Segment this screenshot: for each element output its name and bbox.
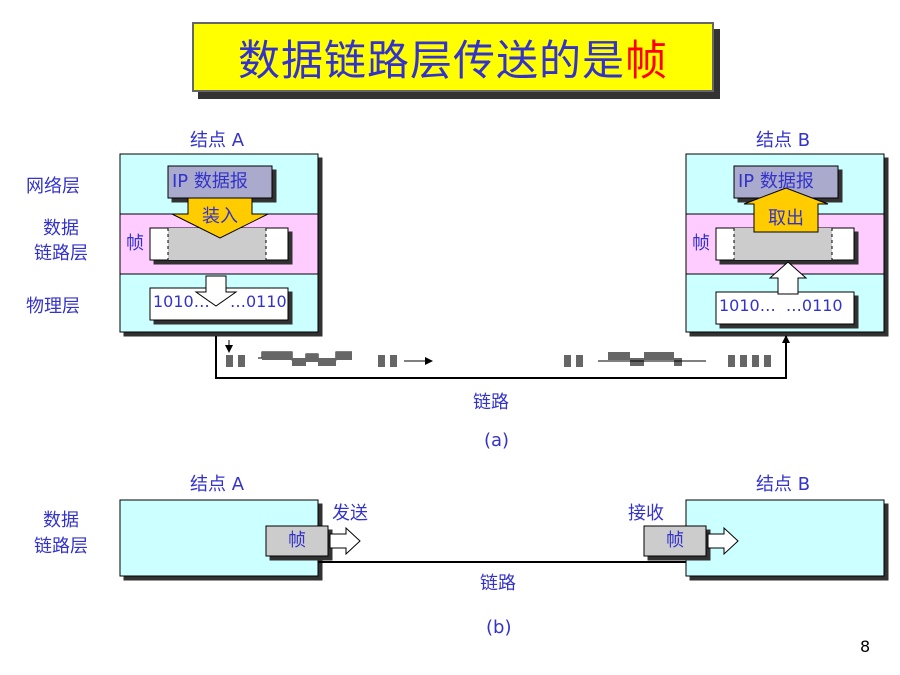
bits-right-a: …0110 bbox=[230, 292, 287, 311]
datalink-layer-label-2: 链路层 bbox=[34, 243, 88, 264]
white-up-arrow-b bbox=[768, 261, 808, 295]
encapsulate-arrow bbox=[171, 197, 269, 239]
page-title: 数据链路层传送的是帧 bbox=[192, 22, 714, 92]
link-line-a bbox=[215, 336, 787, 379]
bit-signal-left bbox=[226, 355, 397, 367]
node-a-label-b: 结点 A bbox=[190, 474, 245, 495]
physical-layer-label: 物理层 bbox=[26, 296, 80, 317]
datalink-layer-label-b-2: 链路层 bbox=[34, 536, 88, 557]
node-b-label: 结点 B bbox=[756, 130, 811, 151]
frame-label-b-right: 帧 bbox=[666, 530, 684, 551]
frame-label-b: 帧 bbox=[692, 233, 710, 254]
receive-arrow-icon bbox=[707, 526, 739, 556]
caption-b: (b) bbox=[486, 617, 512, 638]
bits-box-b bbox=[715, 291, 855, 325]
title-highlight: 帧 bbox=[625, 35, 669, 85]
link-label-b: 链路 bbox=[480, 573, 516, 594]
bits-b: 1010… …0110 bbox=[719, 296, 843, 315]
frame-label-b-left: 帧 bbox=[288, 530, 306, 551]
frame-box-b-right bbox=[643, 525, 707, 557]
ip-datagram-label-a: IP 数据报 bbox=[172, 171, 248, 192]
ip-datagram-box-a bbox=[167, 165, 273, 199]
node-a-label: 结点 A bbox=[190, 130, 245, 151]
bit-signal-right bbox=[564, 352, 771, 367]
receive-label: 接收 bbox=[628, 503, 664, 524]
title-main: 数据链路层传送的是 bbox=[237, 35, 625, 85]
link-label-a: 链路 bbox=[473, 392, 509, 413]
caption-a: (a) bbox=[484, 430, 510, 451]
white-down-arrow-a bbox=[194, 275, 238, 307]
frame-b bbox=[715, 227, 855, 261]
waveform-left-fill bbox=[262, 352, 352, 366]
frame-label-a: 帧 bbox=[126, 233, 144, 254]
extract-label: 取出 bbox=[768, 208, 804, 229]
datalink-layer-label-1: 数据 bbox=[43, 218, 79, 239]
node-b-label-b: 结点 B bbox=[756, 474, 811, 495]
frame-box-b-left bbox=[265, 525, 329, 557]
bits-left-a: 1010… bbox=[153, 292, 210, 311]
encapsulate-label: 装入 bbox=[202, 206, 238, 227]
send-arrow-icon bbox=[329, 526, 361, 556]
page-number: 8 bbox=[860, 637, 871, 656]
ip-datagram-label-b: IP 数据报 bbox=[738, 171, 814, 192]
datalink-layer-label-b-1: 数据 bbox=[43, 510, 79, 531]
extract-arrow bbox=[743, 187, 829, 233]
network-layer-label: 网络层 bbox=[26, 176, 80, 197]
send-label: 发送 bbox=[332, 503, 368, 524]
